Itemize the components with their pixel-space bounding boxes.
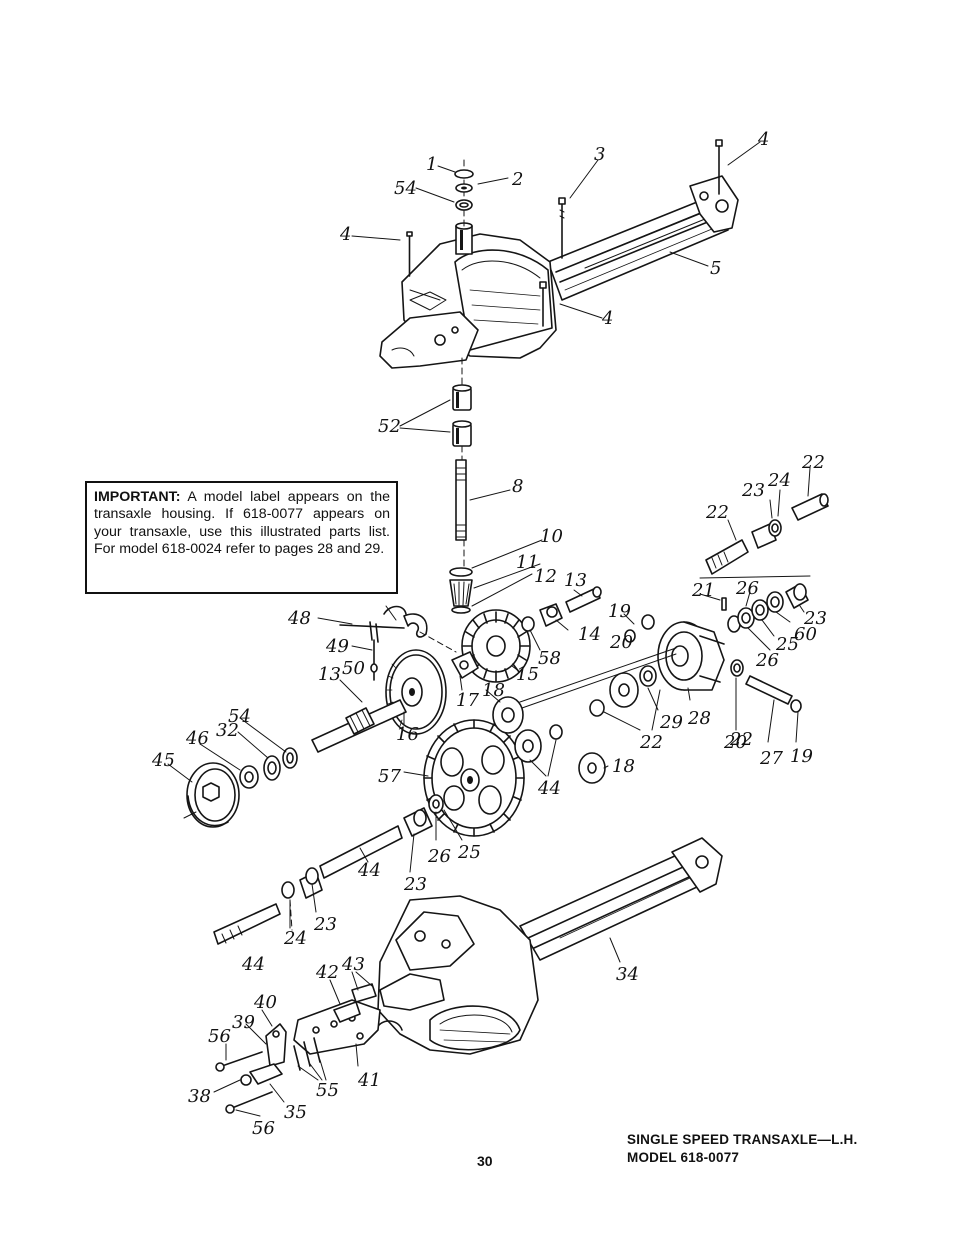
- page-number: 30: [477, 1153, 493, 1169]
- callout: 24: [283, 928, 307, 949]
- spur-gear-16: [311, 649, 447, 753]
- callout: 23: [803, 608, 827, 629]
- callout: 34: [616, 964, 639, 985]
- callout: 57: [378, 766, 401, 787]
- callout: 23: [313, 914, 337, 935]
- shift-linkage: [339, 605, 457, 681]
- callout: 1: [426, 154, 437, 175]
- callout: 17: [456, 690, 479, 711]
- important-notice: IMPORTANT: A model label appears on the …: [85, 481, 398, 594]
- callout: 58: [538, 648, 561, 669]
- callout: 40: [253, 992, 277, 1013]
- input-seal-stack: [454, 169, 474, 211]
- callout: 4: [757, 129, 769, 150]
- callout: 56: [252, 1118, 275, 1139]
- callout: 14: [578, 624, 601, 645]
- callout: 55: [316, 1080, 339, 1101]
- callout-leaders: [167, 141, 811, 1117]
- callout: 46: [185, 728, 209, 749]
- callout: 49: [325, 636, 349, 657]
- notice-text: A model label appears on the transaxle h…: [94, 489, 390, 558]
- callout: 2: [511, 169, 523, 190]
- callout: 48: [287, 608, 311, 629]
- diagram-caption: SINGLE SPEED TRANSAXLE—L.H. MODEL 618-00…: [627, 1131, 857, 1167]
- input-shaft-assembly: [449, 384, 473, 614]
- callout: 18: [482, 680, 505, 701]
- callout: 12: [534, 566, 557, 587]
- callout: 52: [378, 416, 401, 437]
- callout: 10: [540, 526, 563, 547]
- callout: 22: [639, 732, 663, 753]
- callout: 11: [516, 552, 539, 573]
- callout: 54: [394, 178, 417, 199]
- notice-lead: IMPORTANT:: [94, 489, 181, 505]
- caption-title: SINGLE SPEED TRANSAXLE—L.H.: [627, 1132, 858, 1147]
- callout: 29: [659, 712, 683, 733]
- callout: 41: [357, 1070, 381, 1091]
- output-shaft-27: [730, 659, 802, 713]
- callout: 35: [284, 1102, 307, 1123]
- callout: 5: [710, 258, 721, 279]
- upper-housing: [379, 159, 739, 576]
- callout: 4: [339, 224, 351, 245]
- callout: 22: [705, 502, 729, 523]
- callout: 13: [318, 664, 341, 685]
- callout: 18: [612, 756, 635, 777]
- callout: 28: [687, 708, 711, 729]
- callout: 50: [342, 658, 365, 679]
- callout: 16: [396, 724, 419, 745]
- callout: 32: [216, 720, 239, 741]
- shift-plate-parts: [215, 983, 381, 1114]
- callout: 24: [767, 470, 791, 491]
- caption-model: MODEL 618-0077: [627, 1150, 740, 1165]
- right-washers: [699, 575, 811, 633]
- callout: 39: [232, 1012, 255, 1033]
- pulley-45-stack: [183, 747, 298, 828]
- bevel-gear-15: [451, 609, 531, 683]
- callout: 23: [403, 874, 427, 895]
- callout: 21: [691, 580, 715, 601]
- callout: 44: [357, 860, 381, 881]
- callout: 22: [801, 452, 825, 473]
- callout: 3: [594, 144, 605, 165]
- callout: 42: [315, 962, 339, 983]
- callout: 26: [735, 578, 759, 599]
- callout: 13: [564, 570, 587, 591]
- callout: 15: [516, 664, 539, 685]
- right-axle-upper: [705, 493, 829, 575]
- callout: 45: [151, 750, 175, 771]
- callout: 25: [775, 634, 799, 655]
- lower-housing-34: [375, 837, 723, 1055]
- diff-carrier-28: [519, 621, 725, 709]
- callout: 44: [537, 778, 561, 799]
- callout: 19: [608, 601, 631, 622]
- callout: 60: [794, 624, 817, 645]
- callout: 26: [755, 650, 779, 671]
- callout: 44: [241, 954, 265, 975]
- callout: 20: [723, 732, 747, 753]
- callout: 20: [609, 632, 633, 653]
- callout-numbers: 1 2 54 3 4 4 5 4 52 8 10 11 12 13 19 20 …: [151, 129, 827, 1139]
- large-gear-57: [423, 719, 525, 837]
- callout: 43: [341, 954, 365, 975]
- callout: 4: [601, 308, 613, 329]
- callout: 19: [790, 746, 813, 767]
- lower-shaft-stack: [213, 794, 444, 945]
- callout: 22: [729, 729, 753, 750]
- housing-bolts: [406, 139, 723, 327]
- cross-shaft-parts: [521, 586, 602, 632]
- callout: 56: [208, 1026, 231, 1047]
- callout: 26: [427, 846, 451, 867]
- callout: 23: [741, 480, 765, 501]
- small-gears: [492, 614, 657, 784]
- callout: 54: [228, 706, 251, 727]
- callout: 38: [188, 1086, 211, 1107]
- callout: 25: [457, 842, 481, 863]
- callout: 8: [512, 476, 523, 497]
- callout: 27: [759, 748, 783, 769]
